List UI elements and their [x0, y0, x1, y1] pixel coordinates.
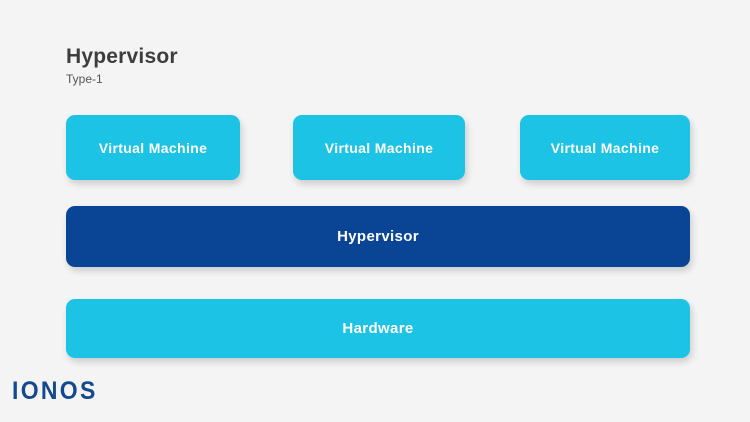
virtual-machine-box-2: Virtual Machine [293, 115, 465, 180]
virtual-machine-box-3: Virtual Machine [520, 115, 690, 180]
ionos-logo: IONOS [12, 377, 98, 405]
hypervisor-layer-bar: Hypervisor [66, 206, 690, 267]
hardware-layer-label: Hardware [342, 320, 414, 337]
virtual-machine-box-1: Virtual Machine [66, 115, 240, 180]
virtual-machine-label: Virtual Machine [550, 139, 660, 156]
heading-block: Hypervisor Type-1 [66, 44, 178, 87]
virtual-machine-label: Virtual Machine [324, 139, 434, 156]
page-title: Hypervisor [66, 45, 178, 68]
page-subtitle: Type-1 [66, 72, 103, 86]
hypervisor-layer-label: Hypervisor [337, 228, 419, 245]
hardware-layer-bar: Hardware [66, 299, 690, 358]
virtual-machine-label: Virtual Machine [98, 139, 208, 156]
